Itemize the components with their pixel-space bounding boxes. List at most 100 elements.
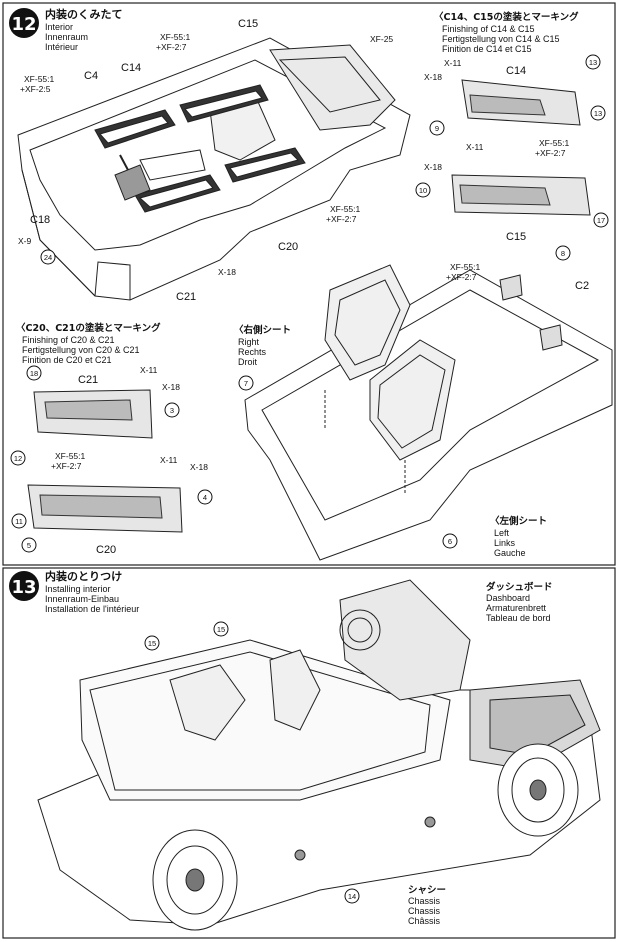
- c15-x11: X-11: [466, 142, 484, 152]
- paint-xf25: XF-25: [370, 34, 393, 44]
- step12-number: 12: [11, 14, 36, 35]
- part-label-c20: C20: [278, 241, 298, 253]
- c21-label: C21: [78, 374, 98, 386]
- seat-right-jp: 〈右側シート: [234, 324, 291, 336]
- c14c15-badge-1: 9: [435, 124, 439, 133]
- paint-left-mix-2: +XF-2:5: [20, 84, 51, 94]
- c14c15-marker-badges: 13 9 13 10 17 8: [415, 54, 609, 261]
- c14c15-badge-4: 17: [597, 216, 605, 225]
- c20c21-badge-5: 5: [27, 541, 31, 550]
- c14-x11: X-11: [444, 58, 462, 68]
- marker-badge-24: [40, 249, 56, 265]
- dashboard-jp: ダッシュボード: [486, 581, 553, 593]
- step12-labels: C4 C14 C15 C18 C20 C21 XF-55:1 +XF-2:5 X…: [18, 18, 393, 303]
- step13-title-en: Installing interior: [45, 584, 111, 594]
- seats-labels: 〈右側シート Right Rechts Droit 〈左側シート Left Li…: [234, 262, 589, 558]
- seat-right-en: Right: [238, 337, 260, 347]
- c20-x18: X-18: [190, 462, 208, 472]
- seat-right-de: Rechts: [238, 347, 267, 357]
- step13-badge-1: 15: [217, 625, 225, 634]
- step12-title-de: Innenraum: [45, 32, 88, 42]
- dashboard-fr: Tableau de bord: [486, 613, 551, 623]
- chassis-en: Chassis: [408, 896, 441, 906]
- c20-label: C20: [96, 544, 116, 556]
- paint-x9: X-9: [18, 236, 32, 246]
- part-label-c2: C2: [575, 280, 589, 292]
- step13-badge-2: 14: [348, 892, 356, 901]
- seat-left-fr: Gauche: [494, 548, 526, 558]
- c14-x18: X-18: [424, 72, 442, 82]
- paint-bot-mix-1: XF-55:1: [330, 204, 361, 214]
- c21-x11: X-11: [140, 365, 158, 375]
- seat-left-jp: 〈左側シート: [490, 515, 547, 527]
- chassis-fr: Châssis: [408, 916, 441, 926]
- step12-title-jp: 内装のくみたて: [45, 7, 122, 21]
- seat-left-en: Left: [494, 528, 510, 538]
- c20c21-marker-badges: 18 3 12 4 11 5: [10, 365, 213, 553]
- c20c21-mix-2: +XF-2:7: [51, 461, 82, 471]
- paint-bot-mix-2: +XF-2:7: [326, 214, 357, 224]
- dashboard-en: Dashboard: [486, 593, 530, 603]
- part-label-c14: C14: [121, 62, 141, 74]
- c20c21-badge-0: 18: [30, 369, 38, 378]
- c14c15-badge-5: 8: [561, 249, 565, 258]
- c14-c15-finishing-panel: 〈C14、C15の塗装とマーキング Finishing of C14 & C15…: [415, 11, 609, 261]
- paint-mid-mix-2: +XF-2:7: [156, 42, 187, 52]
- c20c21-title-fr: Finition de C20 et C21: [22, 355, 112, 365]
- c15-x18: X-18: [424, 162, 442, 172]
- step13-title-jp: 内装のとりつけ: [45, 569, 122, 583]
- step13-labels: ダッシュボード Dashboard Armaturenbrett Tableau…: [144, 581, 553, 926]
- step13-badge-0: 15: [148, 639, 156, 648]
- step12-title-fr: Intérieur: [45, 42, 78, 52]
- part-label-c18: C18: [30, 214, 50, 226]
- c21-x18: X-18: [162, 382, 180, 392]
- marker-badge-24-text: 24: [44, 253, 52, 262]
- c20-c21-finishing-panel: 〈C20、C21の塗装とマーキング Finishing of C20 & C21…: [10, 322, 213, 556]
- c20c21-mix-1: XF-55:1: [55, 451, 86, 461]
- seats-badge-0: 7: [244, 379, 248, 388]
- chassis-jp: シャシー: [408, 885, 446, 896]
- dashboard-de: Armaturenbrett: [486, 603, 547, 613]
- c20c21-badge-1: 3: [170, 406, 174, 415]
- c20c21-title-de: Fertigstellung von C20 & C21: [22, 345, 140, 355]
- step13-title-fr: Installation de l'intérieur: [45, 604, 139, 614]
- chassis-de: Chassis: [408, 906, 441, 916]
- seats-install-drawing: [244, 264, 613, 561]
- step12-title-en: Interior: [45, 22, 73, 32]
- c14c15-badge-2: 13: [594, 109, 602, 118]
- step12-frame: [2, 2, 616, 566]
- c20c21-badge-3: 4: [203, 493, 207, 502]
- c20c21-title-en: Finishing of C20 & C21: [22, 335, 115, 345]
- c14c15-badge-3: 10: [419, 186, 427, 195]
- part-label-c15: C15: [238, 18, 258, 30]
- paint-x18: X-18: [218, 267, 236, 277]
- c20c21-badge-4: 11: [15, 517, 23, 526]
- seats-mix-1: XF-55:1: [450, 262, 481, 272]
- c14-label: C14: [506, 65, 526, 77]
- c14c15-title-de: Fertigstellung von C14 & C15: [442, 34, 560, 44]
- paint-mid-mix-1: XF-55:1: [160, 32, 191, 42]
- step12-header: 12 内装のくみたて Interior Innenraum Intérieur: [9, 7, 122, 52]
- step12-number-badge: [9, 8, 39, 38]
- part-label-c21: C21: [176, 291, 196, 303]
- step13-frame: [2, 567, 616, 939]
- seats-mix-2: +XF-2:7: [446, 272, 477, 282]
- c20-x11: X-11: [160, 455, 178, 465]
- chassis-drawing: [37, 579, 601, 931]
- step13-number: 13: [11, 577, 36, 598]
- interior-tub-drawing: [17, 37, 411, 301]
- paint-left-mix-1: XF-55:1: [24, 74, 55, 84]
- c14c15-badge-0: 13: [589, 58, 597, 67]
- c20c21-badge-2: 12: [14, 454, 22, 463]
- c14c15-title-fr: Finition de C14 et C15: [442, 44, 532, 54]
- seat-left-de: Links: [494, 538, 516, 548]
- c15-label: C15: [506, 231, 526, 243]
- seat-right-fr: Droit: [238, 357, 258, 367]
- c14c15-title-jp: 〈C14、C15の塗装とマーキング: [434, 11, 579, 23]
- step13-number-badge: [9, 571, 39, 601]
- c20c21-title-jp: 〈C20、C21の塗装とマーキング: [16, 322, 161, 334]
- c14c15-mix-2: +XF-2:7: [535, 148, 566, 158]
- seats-badge-1: 6: [448, 537, 452, 546]
- part-label-c4: C4: [84, 70, 98, 82]
